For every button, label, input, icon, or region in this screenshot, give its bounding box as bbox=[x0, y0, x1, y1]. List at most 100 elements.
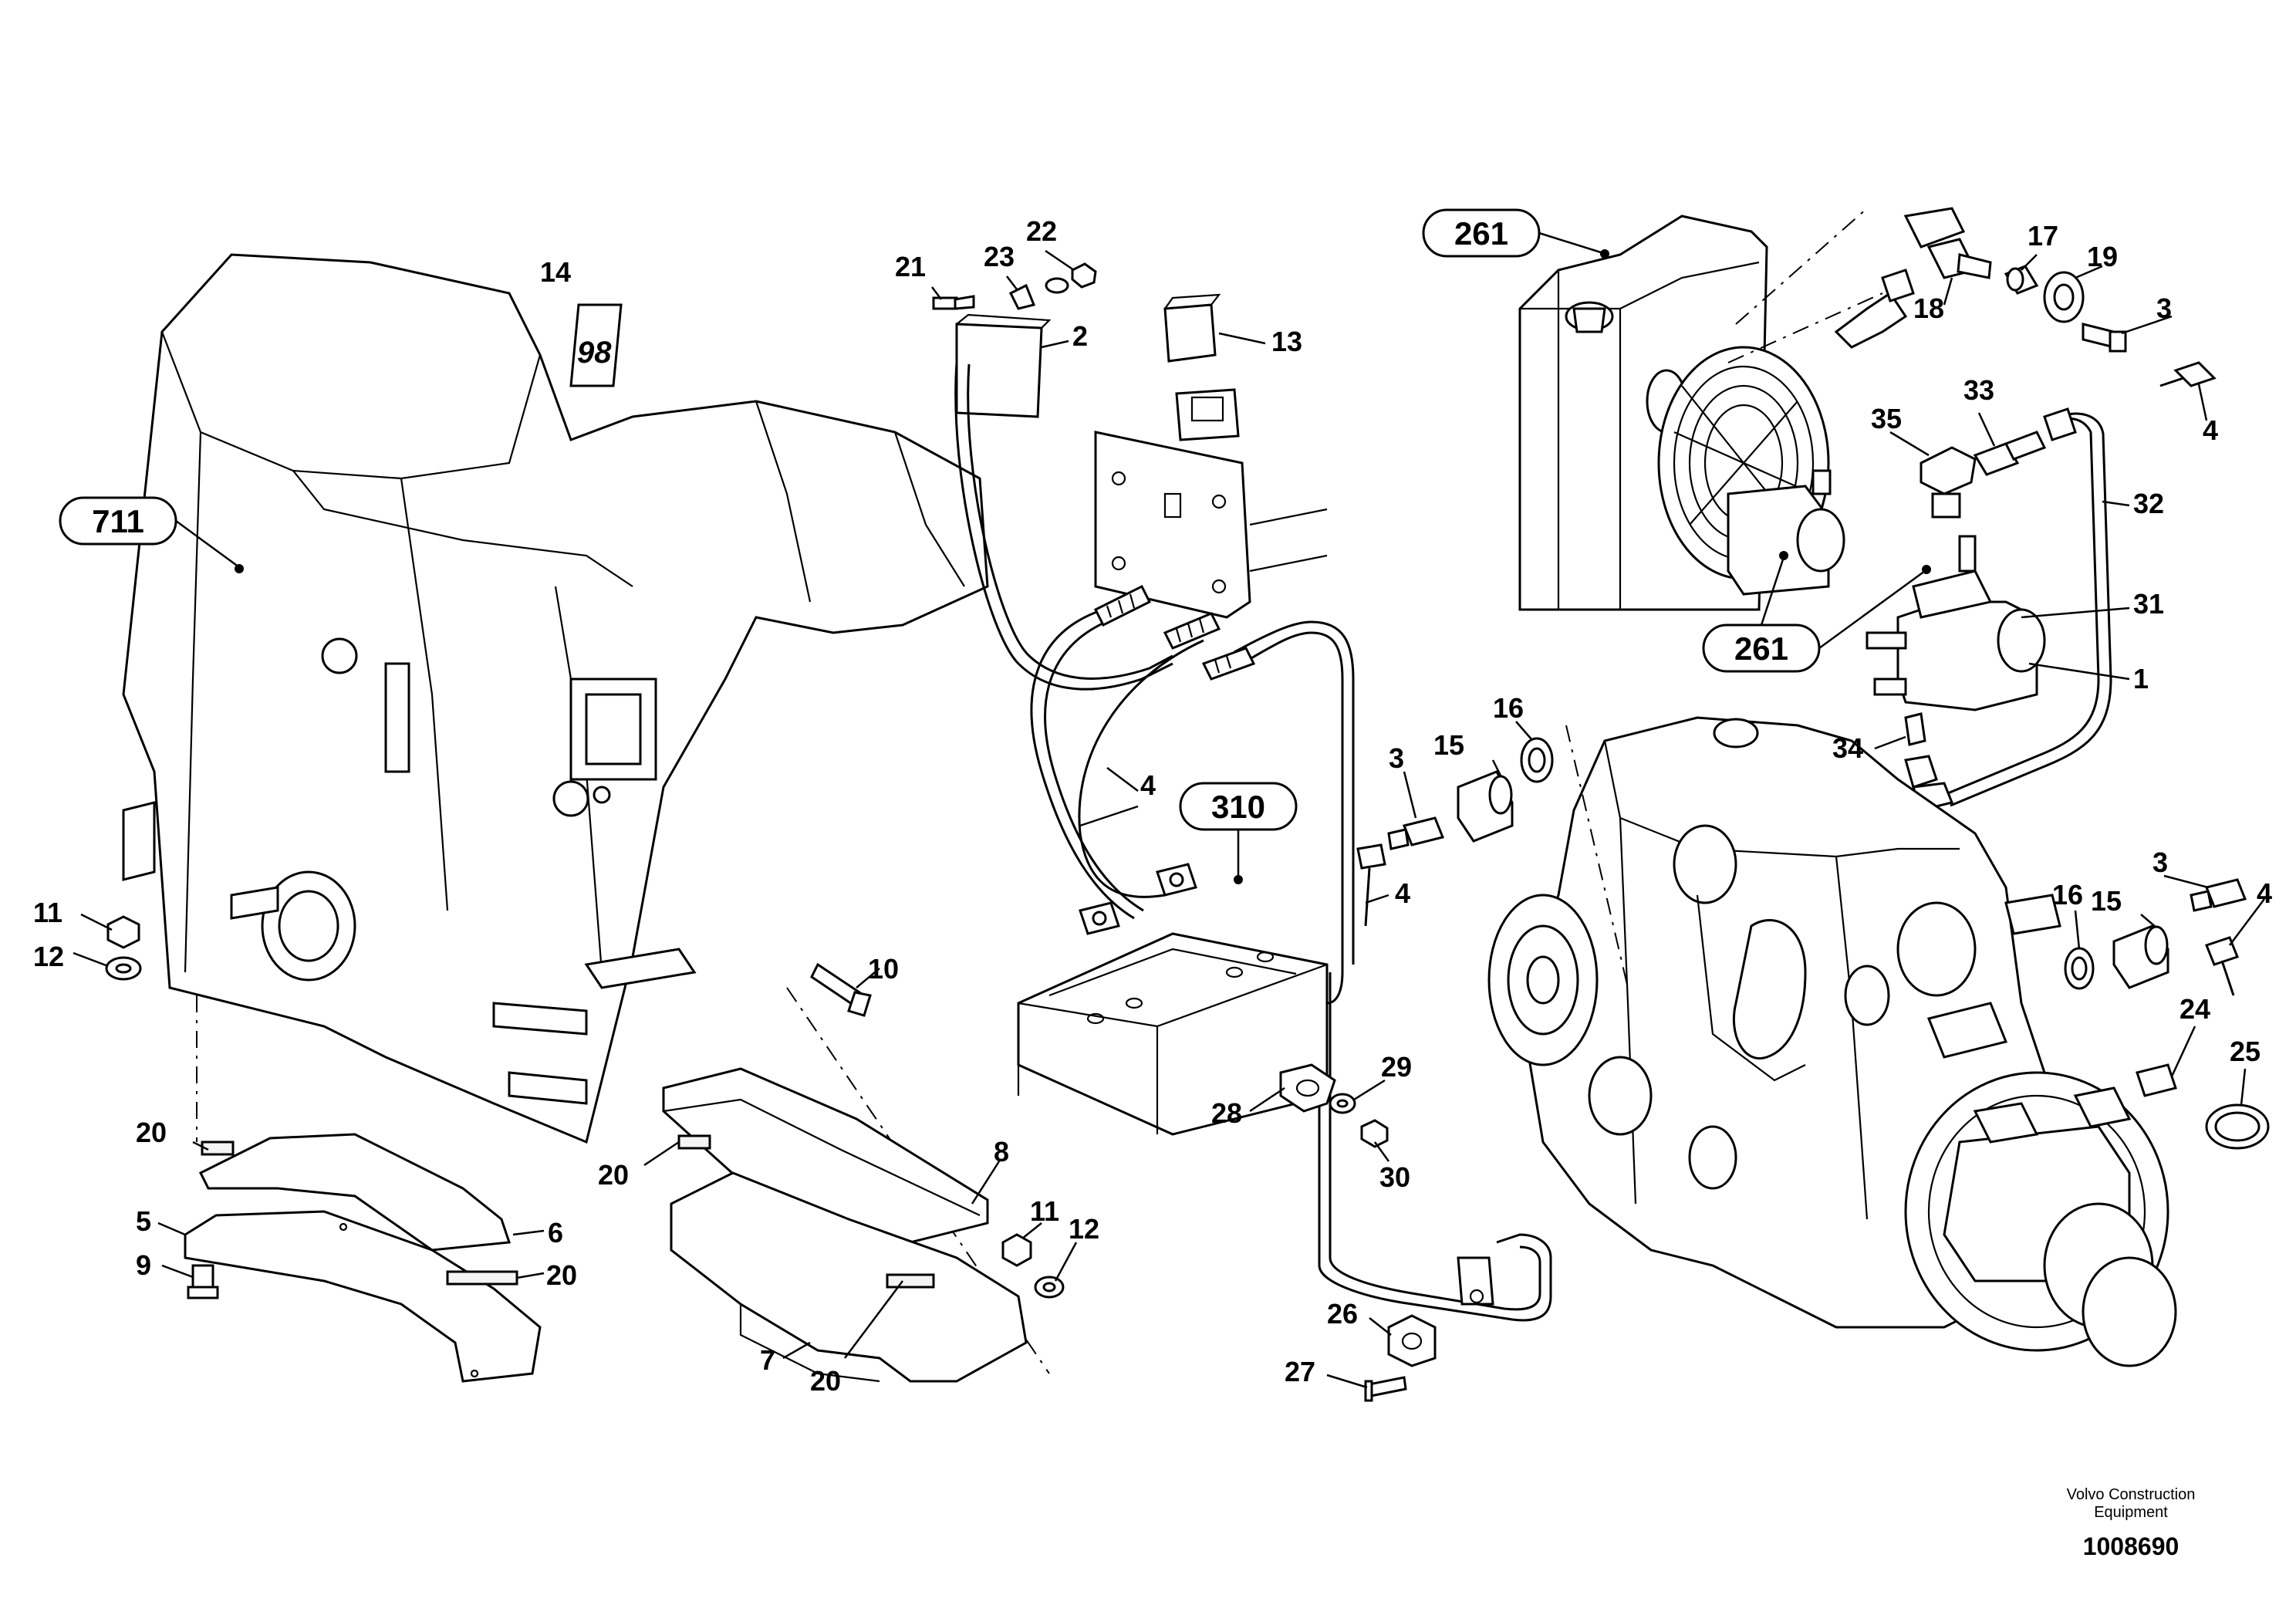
callout-16-mid: 16 bbox=[1493, 692, 1524, 724]
harness-cable-d-outer bbox=[1234, 620, 1355, 965]
adapter-17 bbox=[2004, 265, 2039, 295]
callout-6: 6 bbox=[548, 1217, 563, 1249]
callout-26: 26 bbox=[1327, 1298, 1358, 1330]
ref-261-mid-dot-2 bbox=[1922, 565, 1931, 574]
ref-261-top-dot bbox=[1600, 249, 1609, 259]
relay-socket bbox=[1175, 388, 1240, 441]
harness-cable-b-outer bbox=[1044, 616, 1144, 912]
harness-cable-a bbox=[954, 362, 1173, 691]
callout-4-center: 4 bbox=[1140, 769, 1156, 801]
ref-310-dot bbox=[1234, 875, 1243, 884]
cover-plate-5 bbox=[184, 1210, 542, 1383]
callout-17: 17 bbox=[2028, 220, 2058, 252]
shim-20c bbox=[677, 1134, 711, 1150]
ref-261-mid-leader-2 bbox=[1818, 569, 1926, 650]
ref-bubble-261-top[interactable]: 261 bbox=[1422, 208, 1541, 258]
callout-15-right: 15 bbox=[2091, 885, 2122, 917]
radiator-fitting-leader bbox=[1735, 208, 1868, 325]
callout-4-top: 4 bbox=[2203, 414, 2218, 446]
ref-bubble-711[interactable]: 711 bbox=[59, 496, 177, 546]
connector-b bbox=[1163, 612, 1221, 650]
callout-9: 9 bbox=[136, 1249, 151, 1281]
pump-mount bbox=[1727, 469, 1845, 596]
callout-3-mid: 3 bbox=[1389, 742, 1404, 774]
battery bbox=[1017, 932, 1329, 1136]
battery-terminal-right bbox=[1156, 863, 1197, 897]
callout-31: 31 bbox=[2133, 588, 2164, 620]
callout-2: 2 bbox=[1072, 320, 1088, 352]
decal-98: 98 bbox=[569, 303, 623, 387]
svg-text:310: 310 bbox=[1211, 789, 1265, 825]
callout-27: 27 bbox=[1285, 1356, 1315, 1387]
seal-16-right bbox=[2064, 947, 2095, 990]
sensor-3-mid bbox=[1387, 816, 1445, 850]
callout-10: 10 bbox=[868, 953, 899, 985]
callout-16-right: 16 bbox=[2052, 879, 2083, 911]
drawing-number: 1008690 bbox=[2083, 1532, 2180, 1560]
callout-numbers: 1 2 3 3 3 4 4 4 4 5 6 7 8 9 10 11 11 12 … bbox=[33, 215, 2272, 1397]
callout-13: 13 bbox=[1271, 326, 1302, 357]
callout-4-right: 4 bbox=[2257, 877, 2272, 909]
callout-15-mid: 15 bbox=[1433, 729, 1464, 761]
clamp-28 bbox=[1279, 1063, 1336, 1113]
hose-fitting-18 bbox=[1903, 207, 1992, 279]
harness-cable-a-outer bbox=[967, 363, 1173, 680]
svg-text:711: 711 bbox=[92, 503, 144, 539]
ref-711-leader bbox=[175, 519, 240, 569]
sensor-3-right bbox=[2190, 878, 2247, 912]
svg-text:261: 261 bbox=[1454, 215, 1508, 252]
frame-assembly bbox=[122, 253, 989, 1144]
brand-line-1: Volvo Construction bbox=[2067, 1486, 2196, 1503]
relay-box-2 bbox=[955, 313, 1052, 418]
washer-12-right bbox=[1034, 1276, 1065, 1299]
ref-261-mid-dot bbox=[1779, 551, 1788, 560]
nut-11-right bbox=[1001, 1233, 1032, 1267]
connector-c bbox=[1201, 647, 1256, 681]
callout-30: 30 bbox=[1379, 1161, 1410, 1193]
callout-24: 24 bbox=[2180, 993, 2210, 1025]
ground-terminal-hole bbox=[1469, 1289, 1484, 1304]
fitting-19 bbox=[2043, 271, 2085, 323]
shim-20a bbox=[201, 1140, 235, 1156]
shim-20b bbox=[446, 1270, 518, 1286]
ground-cable bbox=[1318, 972, 1552, 1322]
fitting-15-right bbox=[2112, 924, 2169, 989]
hose-clamp-25 bbox=[2205, 1103, 2270, 1150]
decal-text: 98 bbox=[577, 336, 612, 370]
svg-text:261: 261 bbox=[1734, 630, 1788, 667]
washer-29 bbox=[1329, 1093, 1356, 1114]
callout-3-right: 3 bbox=[2152, 846, 2168, 878]
callout-4-mid: 4 bbox=[1395, 877, 1410, 909]
callout-11-left: 11 bbox=[33, 897, 62, 928]
callout-33: 33 bbox=[1963, 374, 1994, 406]
harness-cable-c bbox=[1078, 639, 1204, 898]
harness-cable-b bbox=[1030, 608, 1135, 920]
clamp-26 bbox=[1387, 1314, 1437, 1367]
callout-21: 21 bbox=[895, 251, 926, 282]
callout-12-left: 12 bbox=[33, 941, 64, 972]
ref-bubble-310[interactable]: 310 bbox=[1179, 782, 1298, 831]
relay-13 bbox=[1163, 293, 1221, 363]
callout-28: 28 bbox=[1211, 1097, 1242, 1129]
ref-bubble-261-mid[interactable]: 261 bbox=[1702, 623, 1821, 673]
hose-section bbox=[1834, 269, 1915, 349]
radiator-hose-leader bbox=[1727, 292, 1883, 363]
ground-cable-inner bbox=[1329, 972, 1541, 1311]
callout-20-a: 20 bbox=[136, 1117, 167, 1148]
callout-25: 25 bbox=[2230, 1036, 2261, 1067]
elbow-32 bbox=[2043, 407, 2077, 441]
frame-to-plate-leader bbox=[786, 987, 1050, 1374]
callout-leaders bbox=[73, 249, 2265, 1389]
engine-fitting-leader bbox=[1565, 725, 1629, 988]
ground-terminal bbox=[1457, 1256, 1494, 1306]
callout-20-b: 20 bbox=[546, 1259, 577, 1291]
harness-cable-d bbox=[1241, 631, 1344, 1005]
nut-22 bbox=[1071, 262, 1097, 289]
washer-23 bbox=[1045, 277, 1069, 294]
ref-261-top-leader bbox=[1538, 231, 1604, 255]
mounting-plate bbox=[1094, 431, 1328, 619]
callout-5: 5 bbox=[136, 1205, 151, 1237]
sensor-3-top bbox=[2082, 323, 2127, 353]
connector-4-top bbox=[2159, 361, 2217, 387]
